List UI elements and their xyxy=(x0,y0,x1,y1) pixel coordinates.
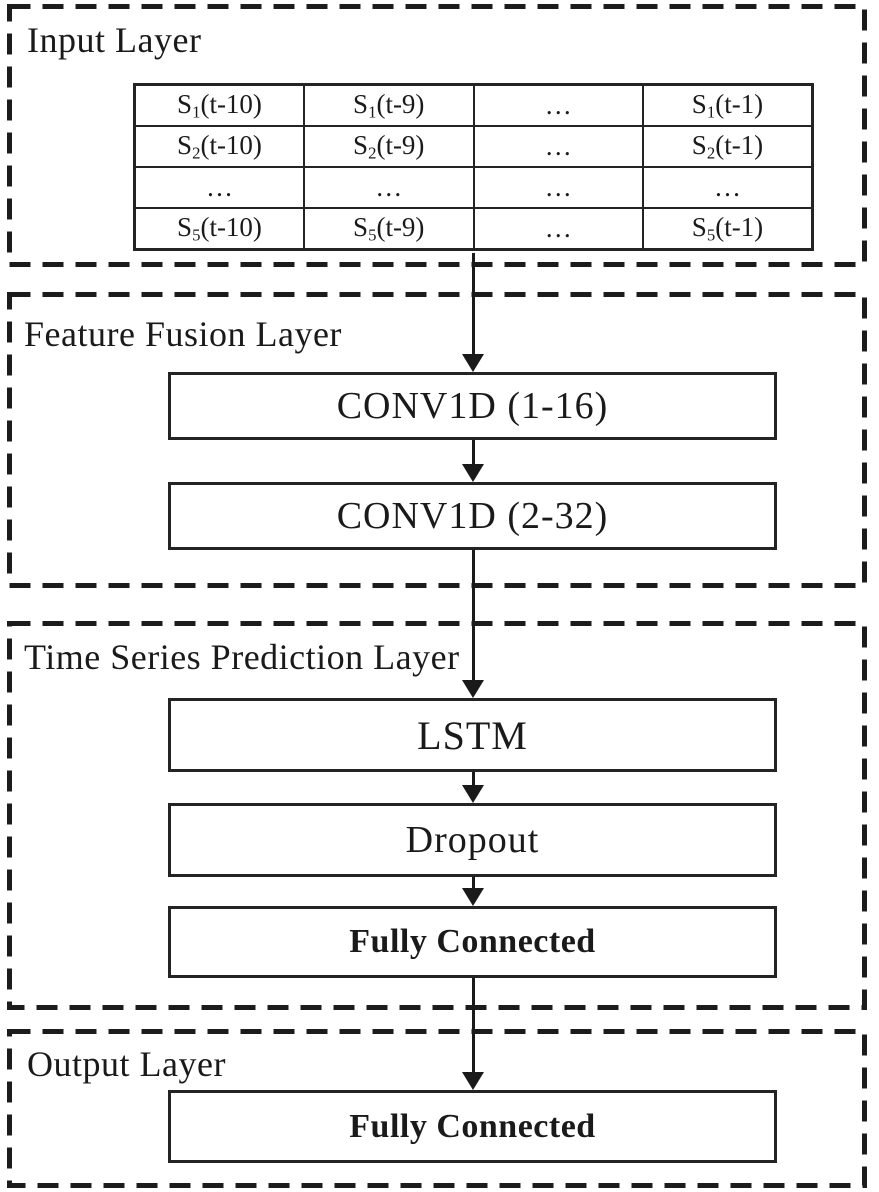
arrow-head-conv1-to-conv2 xyxy=(462,464,484,482)
arrow-line-dropout-to-fc xyxy=(472,877,475,890)
input-cell: … xyxy=(472,83,644,127)
input-cell: … xyxy=(472,166,644,209)
arrow-line-conv2-to-lstm xyxy=(472,550,475,682)
dropout-box: Dropout xyxy=(168,803,777,877)
arrow-line-input-to-conv1 xyxy=(472,253,475,356)
table-row: S5(t-10)S5(t-9)…S5(t-1) xyxy=(133,207,814,251)
arrow-line-fc-to-output-fc xyxy=(472,978,475,1074)
input-cell: … xyxy=(133,166,305,209)
arrow-head-fc-to-output-fc xyxy=(462,1072,484,1090)
input-cell: S1(t-9) xyxy=(303,83,475,127)
output-layer-title: Output Layer xyxy=(27,1044,226,1084)
dropout-label: Dropout xyxy=(405,819,540,861)
arrow-head-dropout-to-fc xyxy=(462,888,484,906)
output-layer-dashed-box xyxy=(7,1029,867,1188)
conv1d-1-16-box: CONV1D (1-16) xyxy=(168,372,777,440)
input-cell: S5(t-1) xyxy=(642,207,814,251)
feature-fusion-layer-title: Feature Fusion Layer xyxy=(24,314,342,354)
input-cell: S2(t-1) xyxy=(642,125,814,168)
input-cell: S2(t-9) xyxy=(303,125,475,168)
feature-fusion-dashed-box xyxy=(7,292,867,588)
time-series-prediction-layer-title: Time Series Prediction Layer xyxy=(24,637,460,677)
input-cell: S1(t-1) xyxy=(642,83,814,127)
input-table-body: S1(t-10)S1(t-9)…S1(t-1)S2(t-10)S2(t-9)…S… xyxy=(133,83,814,251)
input-cell: … xyxy=(472,207,644,251)
arrow-head-conv2-to-lstm xyxy=(462,680,484,698)
input-window-table: S1(t-10)S1(t-9)…S1(t-1)S2(t-10)S2(t-9)…S… xyxy=(133,83,814,251)
arrow-head-lstm-to-dropout xyxy=(462,785,484,803)
input-cell: S5(t-9) xyxy=(303,207,475,251)
input-cell: S2(t-10) xyxy=(133,125,305,168)
conv1d-2-32-box: CONV1D (2-32) xyxy=(168,482,777,550)
conv1d-2-32-label: CONV1D (2-32) xyxy=(336,495,609,537)
output-fully-connected-label: Fully Connected xyxy=(349,1107,596,1145)
table-row: S2(t-10)S2(t-9)…S2(t-1) xyxy=(133,125,814,168)
table-row: ………… xyxy=(133,166,814,209)
lstm-box: LSTM xyxy=(168,698,777,772)
conv1d-1-16-label: CONV1D (1-16) xyxy=(336,385,609,427)
input-cell: … xyxy=(642,166,814,209)
input-layer-title: Input Layer xyxy=(27,20,202,60)
output-fully-connected-box: Fully Connected xyxy=(168,1090,777,1163)
arrow-line-lstm-to-dropout xyxy=(472,772,475,787)
lstm-label: LSTM xyxy=(417,712,528,758)
input-cell: S1(t-10) xyxy=(133,83,305,127)
input-cell: … xyxy=(472,125,644,168)
table-row: S1(t-10)S1(t-9)…S1(t-1) xyxy=(133,83,814,127)
fully-connected-label: Fully Connected xyxy=(349,923,596,960)
arrow-line-conv1-to-conv2 xyxy=(472,440,475,466)
fully-connected-box: Fully Connected xyxy=(168,906,777,978)
input-layer-dashed-box xyxy=(7,4,867,267)
prediction-layer-dashed-box xyxy=(7,621,867,1010)
arrow-head-input-to-conv1 xyxy=(462,354,484,372)
input-cell: S5(t-10) xyxy=(133,207,305,251)
input-cell: … xyxy=(303,166,475,209)
